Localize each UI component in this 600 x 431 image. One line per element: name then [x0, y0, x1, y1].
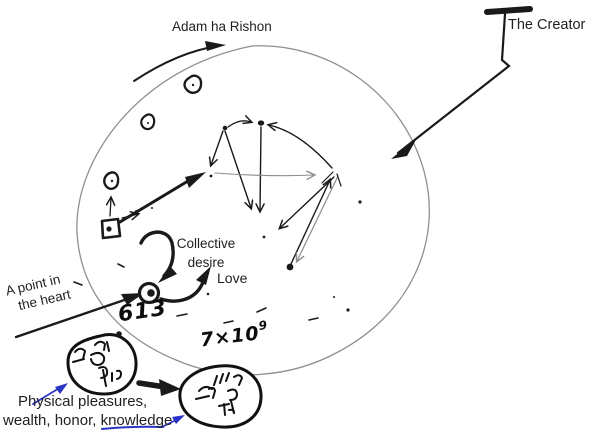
small-soul-blobs	[100, 74, 203, 240]
population-exponent: 9	[257, 317, 269, 333]
blue-underline	[101, 425, 164, 430]
pleasures-caption: Physical pleasures, wealth, honor, knowl…	[3, 392, 172, 430]
collective-desire-line2: desire	[187, 255, 225, 270]
blue-annotations	[32, 383, 185, 430]
blue-arrow-to-right-blob	[161, 419, 177, 428]
hebrew-scribbles-icon	[72, 340, 122, 387]
soul-dot	[222, 125, 228, 131]
soul-dot	[286, 263, 294, 271]
point-in-heart-mark	[14, 281, 161, 339]
pleasures-line1: Physical pleasures,	[18, 393, 148, 410]
creator-arrowhead-icon	[391, 138, 417, 159]
creator-bar-icon	[484, 6, 533, 15]
creator-arrow-line	[396, 12, 511, 155]
love-arrow	[159, 266, 211, 303]
love-label: Love	[217, 270, 248, 286]
creator-label: The Creator	[508, 17, 586, 33]
soul-dot	[257, 120, 265, 126]
collective-desire-line1: Collective	[176, 236, 236, 251]
blue-arrow-to-left-blob	[32, 386, 62, 405]
heart-line	[14, 295, 135, 339]
desires-blob-right	[178, 364, 263, 429]
souls-network	[105, 115, 362, 271]
soul-blob	[140, 113, 156, 131]
transfer-arrow	[136, 379, 181, 396]
collective-desire-label: Collective desire	[148, 234, 264, 272]
pleasures-line2: wealth, honor, knowledge	[3, 412, 173, 429]
ink-specks	[73, 263, 350, 324]
adam-ha-rishon-label: Adam ha Rishon	[172, 19, 272, 34]
hebrew-scribbles-icon	[195, 372, 243, 416]
desires-blob-left	[66, 331, 138, 396]
collective-desire-arrow	[139, 230, 177, 283]
circle-start-arrowhead-icon	[205, 41, 226, 51]
creator-mark	[391, 6, 533, 159]
